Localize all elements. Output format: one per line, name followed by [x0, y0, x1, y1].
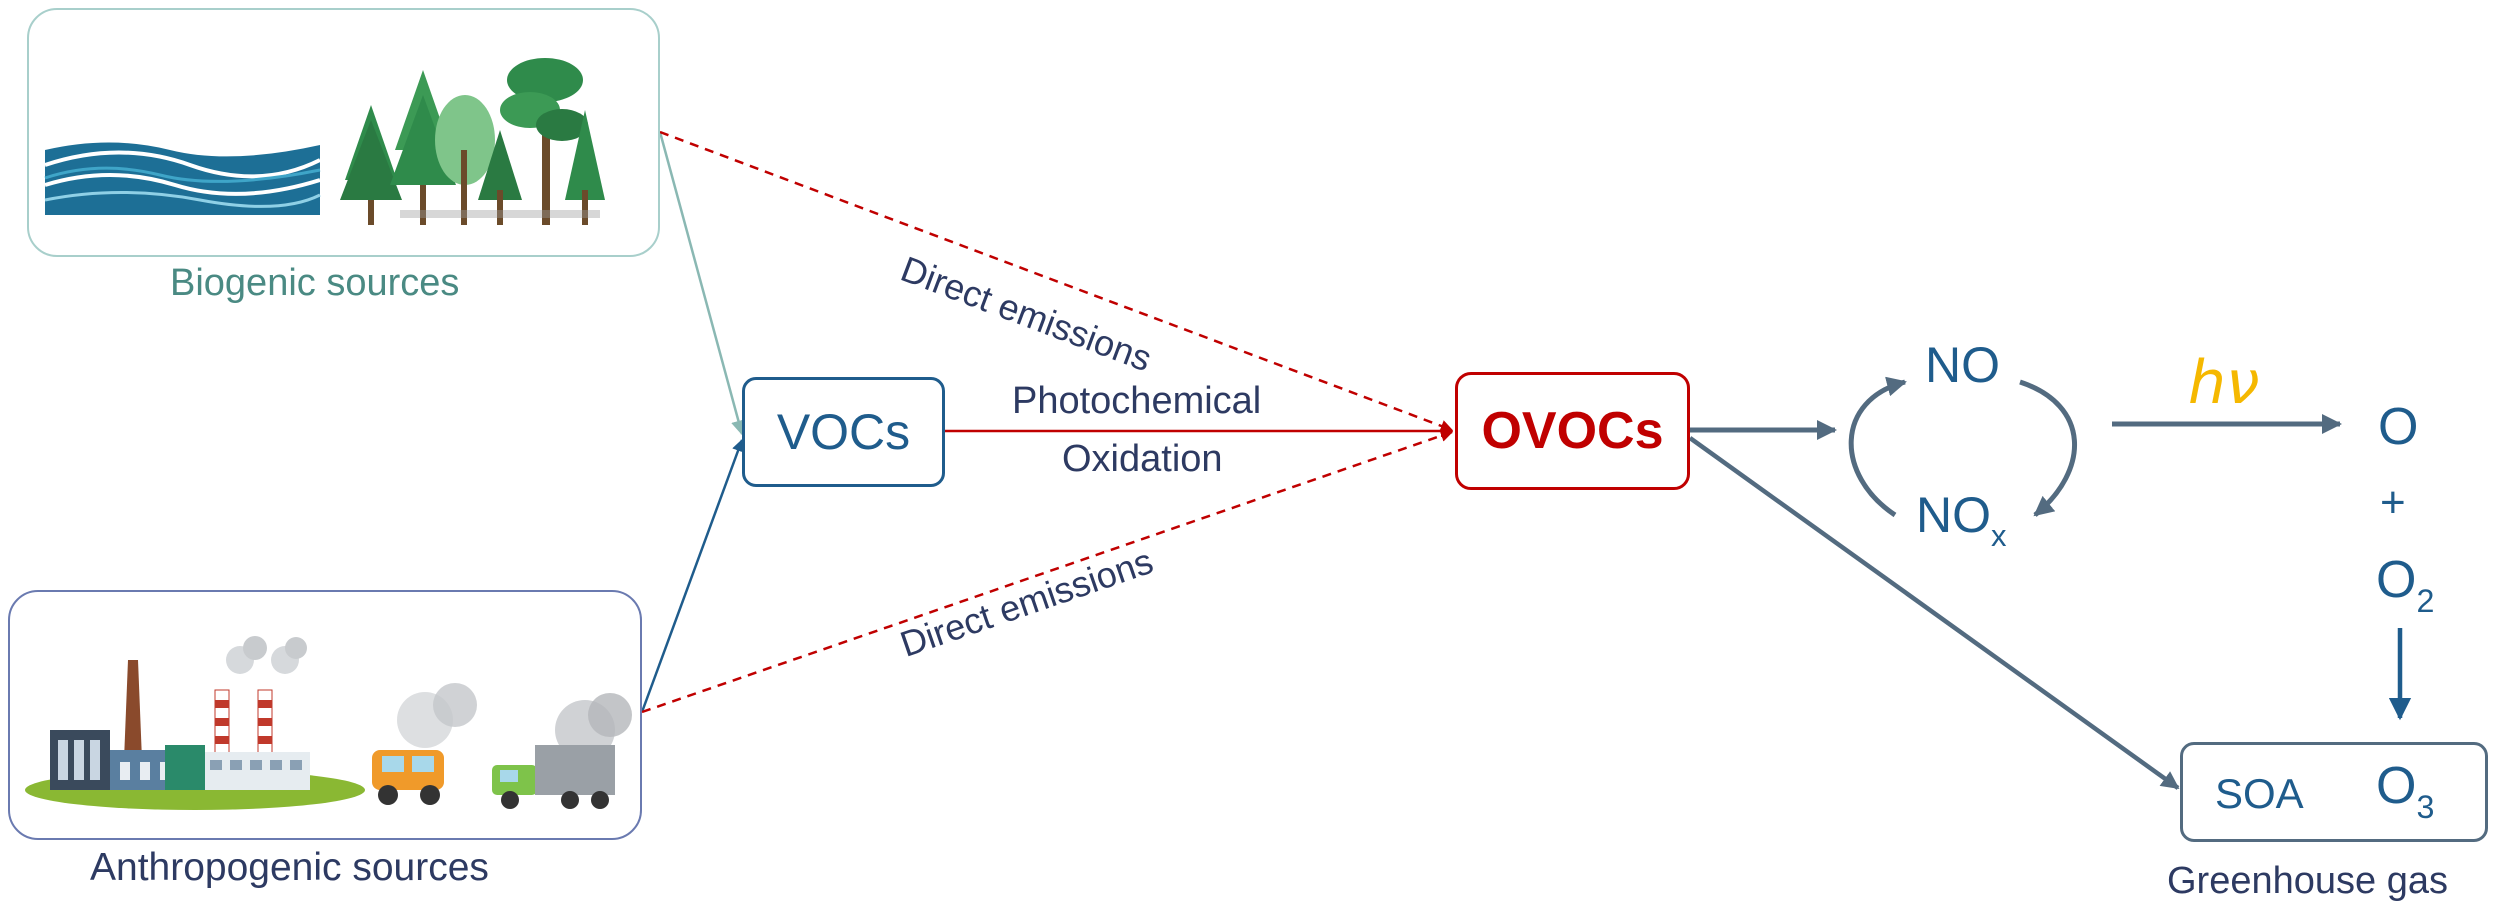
o2-label: O2 [2376, 550, 2434, 619]
anthropogenic-to-vocs-arrow [640, 438, 744, 713]
greenhouse-gas-label: Greenhouse gas [2167, 860, 2448, 902]
anthropogenic-sources-label: Anthropogenic sources [90, 846, 489, 889]
direct-emission-top-arrow [659, 130, 1454, 432]
vocs-node: VOCs [742, 377, 945, 487]
o2-main: O [2376, 551, 2417, 609]
biogenic-sources-label: Biogenic sources [170, 262, 460, 304]
nox-label: NOx [1916, 486, 2007, 553]
nox-main: NO [1916, 487, 1991, 543]
hv-label: hν [2188, 348, 2260, 418]
oxidation-label: Oxidation [1062, 438, 1223, 480]
ovocs-label: OVOCs [1481, 402, 1664, 460]
greenhouse-gas-box [2180, 742, 2488, 842]
o-atom-label: O [2378, 398, 2419, 456]
no-label: NO [1925, 337, 2000, 393]
o3-label: O3 [2376, 756, 2434, 825]
photochemical-label: Photochemical [1012, 380, 1262, 422]
o3-subscript: 3 [2416, 788, 2435, 825]
water-waves-icon [44, 142, 321, 215]
anthropogenic-sources-box [8, 590, 642, 840]
biogenic-to-vocs-arrow [658, 131, 746, 436]
cycle-right-arrow [2019, 379, 2078, 517]
soa-label: SOA [2215, 770, 2304, 817]
truck-exhaust-icon [492, 693, 632, 809]
connectors [640, 130, 2412, 790]
biogenic-illustration [44, 58, 605, 225]
plus-label: + [2380, 478, 2406, 527]
biogenic-sources-box [27, 8, 660, 257]
forest-trees-icon [340, 58, 605, 225]
o3-main: O [2376, 757, 2417, 815]
anthropogenic-illustration [25, 636, 632, 810]
factory-icon [50, 636, 310, 790]
ovocs-node: OVOCs [1455, 372, 1690, 490]
nox-subscript: x [1991, 517, 2007, 553]
cycle-left-arrow [1848, 376, 1907, 518]
vocs-label: VOCs [776, 404, 911, 460]
ovocs-to-soa-arrow [1688, 436, 2180, 790]
o2-subscript: 2 [2416, 582, 2435, 619]
car-exhaust-icon [372, 683, 477, 805]
